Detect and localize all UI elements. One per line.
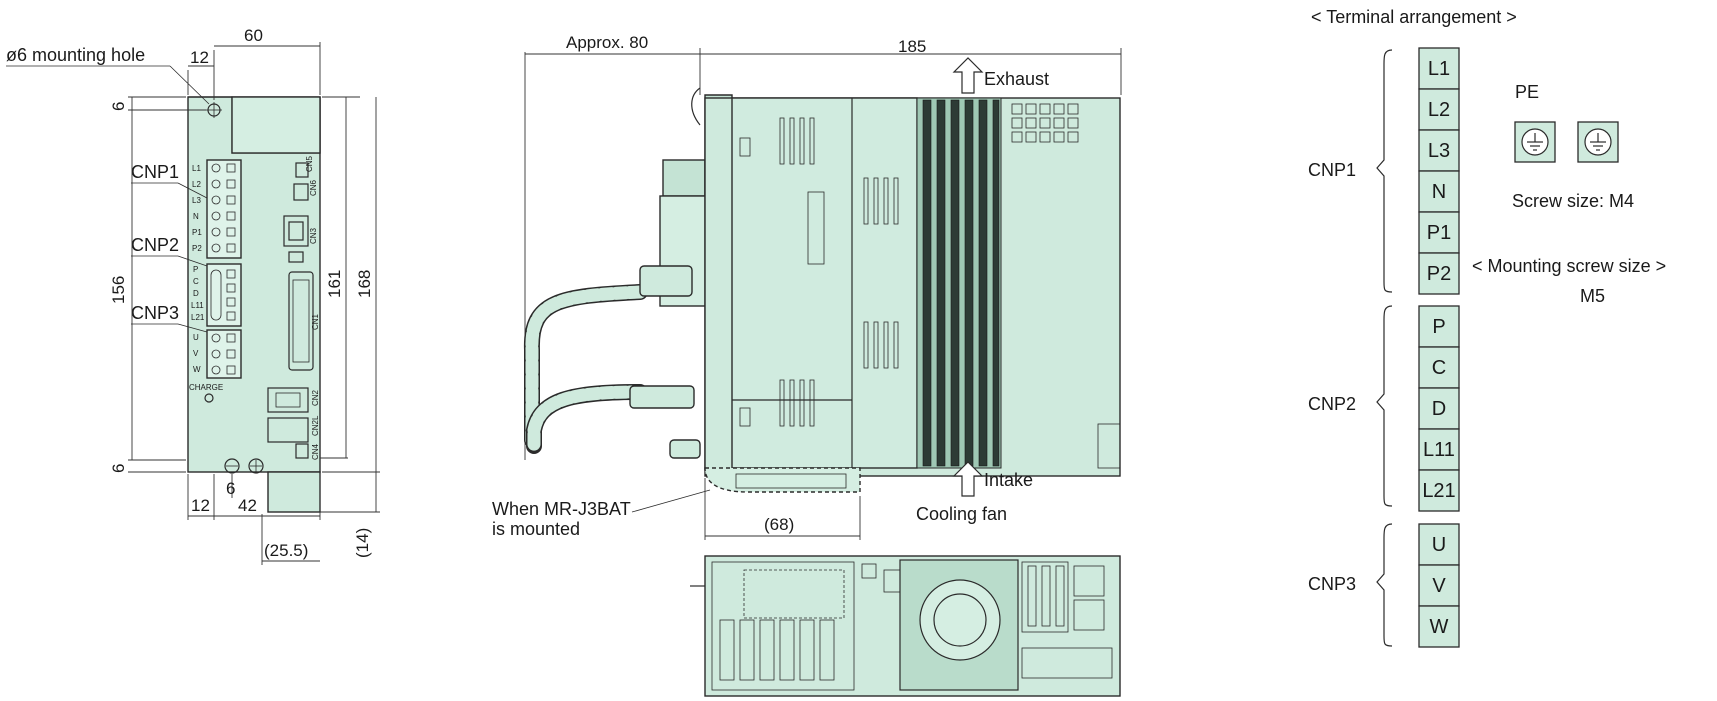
cnp3-terminals: U V W: [1418, 523, 1460, 648]
terminal-p1: P1: [1427, 222, 1451, 244]
pin-label-w: W: [193, 365, 201, 374]
exhaust-label: Exhaust: [984, 69, 1049, 89]
cnp1-label: CNP1: [131, 162, 179, 182]
cooling-fan: [919, 579, 1001, 661]
intake-arrow: [952, 461, 984, 497]
terminal-u: U: [1432, 534, 1446, 556]
cnp2-label: CNP2: [131, 235, 179, 255]
exhaust-arrow: [952, 57, 984, 94]
pin-label-u: U: [193, 333, 199, 342]
cnp2-group-label: CNP2: [1308, 394, 1356, 414]
pin-label-l2: L2: [192, 180, 201, 189]
intake-label: Intake: [984, 470, 1033, 490]
terminal-c: C: [1432, 357, 1446, 379]
dim-14: (14): [353, 528, 372, 558]
dim-bottom-6: 6: [109, 464, 128, 473]
cn4-label: CN4: [311, 443, 320, 460]
battery-note-line2: is mounted: [492, 519, 580, 539]
dim-156: 156: [109, 276, 128, 304]
pin-label-p1: P1: [192, 228, 202, 237]
dim-161: 161: [325, 270, 344, 298]
battery-note-line1: When MR-J3BAT: [492, 499, 631, 519]
mounting-screw-value: M5: [1580, 286, 1605, 306]
dim-approx-80: Approx. 80: [566, 33, 648, 52]
cn5-label: CN5: [305, 155, 314, 172]
pin-label-n: N: [193, 212, 199, 221]
terminal-arrangement: < Terminal arrangement > CNP1 L1 L2 L3 N…: [1308, 7, 1666, 648]
terminal-d: D: [1432, 398, 1446, 420]
terminal-l21: L21: [1422, 480, 1455, 502]
cn2-label: CN2: [311, 389, 320, 406]
cnp1-terminals: L1 L2 L3 N P1 P2: [1418, 47, 1460, 295]
pin-label-p2: P2: [192, 244, 202, 253]
bottom-view: [690, 555, 1121, 697]
dim-bottom-6b: 6: [226, 479, 235, 498]
pin-label-l3: L3: [192, 196, 201, 205]
pin-label-l1: L1: [192, 164, 201, 173]
pin-label-p: P: [193, 265, 198, 274]
pin-label-l11: L11: [191, 301, 204, 310]
charge-lamp: [204, 393, 214, 403]
pin-label-v: V: [193, 349, 199, 358]
terminal-v: V: [1432, 575, 1446, 597]
right-panel: [1011, 103, 1121, 469]
pe-terminal-1-icon: [1514, 121, 1556, 163]
cnp3-label: CNP3: [131, 303, 179, 323]
mounting-hole-label: ø6 mounting hole: [6, 45, 145, 65]
dim-168: 168: [355, 270, 374, 298]
screw-size-label: Screw size: M4: [1512, 191, 1634, 211]
dim-68: (68): [764, 515, 794, 534]
front-bottom-cover: [267, 471, 321, 513]
cn2l-label: CN2L: [311, 415, 320, 436]
pin-label-c: C: [193, 277, 199, 286]
cnp1-block: [206, 159, 242, 259]
dim-25-5: (25.5): [264, 541, 308, 560]
cn3-label: CN3: [309, 227, 318, 244]
pe-terminal-2-icon: [1577, 121, 1619, 163]
pin-label-l21: L21: [191, 313, 205, 322]
pin-label-d: D: [193, 289, 199, 298]
terminal-p2: P2: [1427, 263, 1451, 285]
heatsink: [916, 97, 1002, 469]
dim-185: 185: [898, 37, 926, 56]
terminal-l1: L1: [1428, 58, 1450, 80]
pe-label: PE: [1515, 82, 1539, 102]
mounting-screw-title: < Mounting screw size >: [1472, 256, 1666, 276]
dim-width-60: 60: [244, 26, 263, 45]
terminal-l3: L3: [1428, 140, 1450, 162]
terminal-l2: L2: [1428, 99, 1450, 121]
terminal-p: P: [1432, 316, 1445, 338]
cn1-label: CN1: [311, 313, 320, 330]
side-vents: [739, 117, 899, 427]
dim-bottom-42: 42: [238, 496, 257, 515]
terminal-w: W: [1430, 616, 1449, 638]
charge-label: CHARGE: [189, 383, 223, 392]
cooling-fan-label: Cooling fan: [916, 504, 1007, 524]
cnp2-block: [206, 263, 242, 327]
dim-top-6: 6: [109, 102, 128, 111]
front-view: L1 L2 L3 N P1 P2 P C D L11 L21 U V W CHA…: [6, 26, 380, 565]
terminal-l11: L11: [1423, 439, 1455, 461]
dim-bottom-12: 12: [191, 496, 210, 515]
side-view: Approx. 80 185 Exhaust: [492, 33, 1122, 540]
cnp3-block: [206, 329, 242, 379]
cnp3-group-label: CNP3: [1308, 574, 1356, 594]
terminal-n: N: [1432, 181, 1446, 203]
cnp2-terminals: P C D L11 L21: [1418, 305, 1460, 512]
cn6-label: CN6: [309, 179, 318, 196]
dim-hole-12: 12: [190, 48, 209, 67]
cnp1-group-label: CNP1: [1308, 160, 1356, 180]
terminal-arrangement-title: < Terminal arrangement >: [1311, 7, 1517, 27]
